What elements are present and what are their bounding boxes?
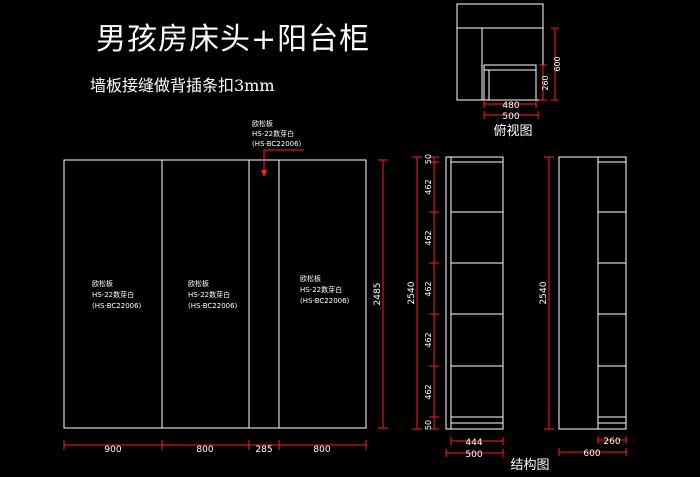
top-depth-inner-label: 260: [541, 75, 550, 90]
front-height-label: 2485: [373, 283, 383, 306]
leader-line: [263, 149, 304, 175]
top-view-dimensions: [483, 27, 559, 119]
section-inner-width-label: 444: [465, 438, 482, 448]
panel-label-name: 欧松板: [92, 279, 113, 288]
top-outer-box: [456, 3, 544, 101]
side-width-dimension: [558, 436, 627, 456]
section-width-dimension: [445, 437, 504, 457]
gap-label-code: HS-22数芽白: [252, 129, 294, 138]
top-depth-outer-label: 600: [553, 56, 562, 71]
panel-label-code: HS-22数芽白: [188, 290, 230, 299]
front-height-dimension: [378, 159, 388, 429]
panel-label-code: HS-22数芽白: [92, 290, 134, 299]
section-height-dimension: [412, 156, 422, 430]
segment-label: 50: [424, 420, 433, 430]
gap-label-name: 欧松板: [252, 119, 273, 128]
top-inner-width-label: 480: [502, 101, 519, 111]
side-inner-width-label: 260: [603, 437, 620, 447]
leader-arrow: [261, 170, 267, 177]
width-label-800: 800: [196, 445, 213, 455]
top-view: [456, 3, 544, 101]
drawing-title: 男孩房床头+阳台柜: [96, 22, 371, 57]
panel-label-name: 欧松板: [188, 279, 209, 288]
width-label-900: 900: [104, 445, 121, 455]
top-cabinet: [483, 64, 537, 101]
panel-label-ref: (HS-BC22006): [188, 302, 238, 310]
section-view-caption: 结构图: [510, 458, 549, 473]
section-view: [445, 156, 504, 430]
panel-label-name: 欧松板: [300, 274, 321, 283]
front-outline: [63, 159, 367, 429]
side-outer-width-label: 600: [583, 449, 600, 459]
width-label-800b: 800: [313, 445, 330, 455]
front-elevation: [63, 159, 367, 429]
width-label-285: 285: [255, 445, 272, 455]
side-view: [558, 156, 627, 430]
segment-label: 462: [424, 281, 433, 296]
panel-label-ref: (HS-BC22006): [92, 302, 142, 310]
section-outer-width-label: 500: [465, 450, 482, 460]
segment-label: 462: [424, 384, 433, 399]
side-height-dimension: [544, 156, 554, 430]
top-view-caption: 俯视图: [493, 123, 532, 139]
segment-label: 50: [424, 154, 433, 164]
section-height-label: 2540: [407, 281, 417, 304]
segment-label: 462: [424, 332, 433, 347]
side-height-label: 2540: [539, 281, 549, 304]
top-inner-line: [457, 27, 483, 100]
panel-label-ref: (HS-BC22006): [300, 297, 350, 305]
segment-label: 462: [424, 230, 433, 245]
side-outline: [558, 156, 627, 430]
section-segment-dimension: [429, 156, 439, 430]
section-outline: [445, 156, 504, 430]
front-width-dimension: [63, 440, 367, 450]
panel-label-code: HS-22数芽白: [300, 285, 342, 294]
drawing-subtitle: 墙板接缝做背插条扣3mm: [90, 76, 275, 95]
gap-label-ref: (HS-BC22006): [252, 140, 302, 148]
top-outer-width-label: 500: [502, 112, 519, 122]
segment-label: 462: [424, 179, 433, 194]
front-panel-labels: 欧松板 HS-22数芽白 (HS-BC22006) 欧松板 HS-22数芽白 (…: [92, 119, 350, 310]
